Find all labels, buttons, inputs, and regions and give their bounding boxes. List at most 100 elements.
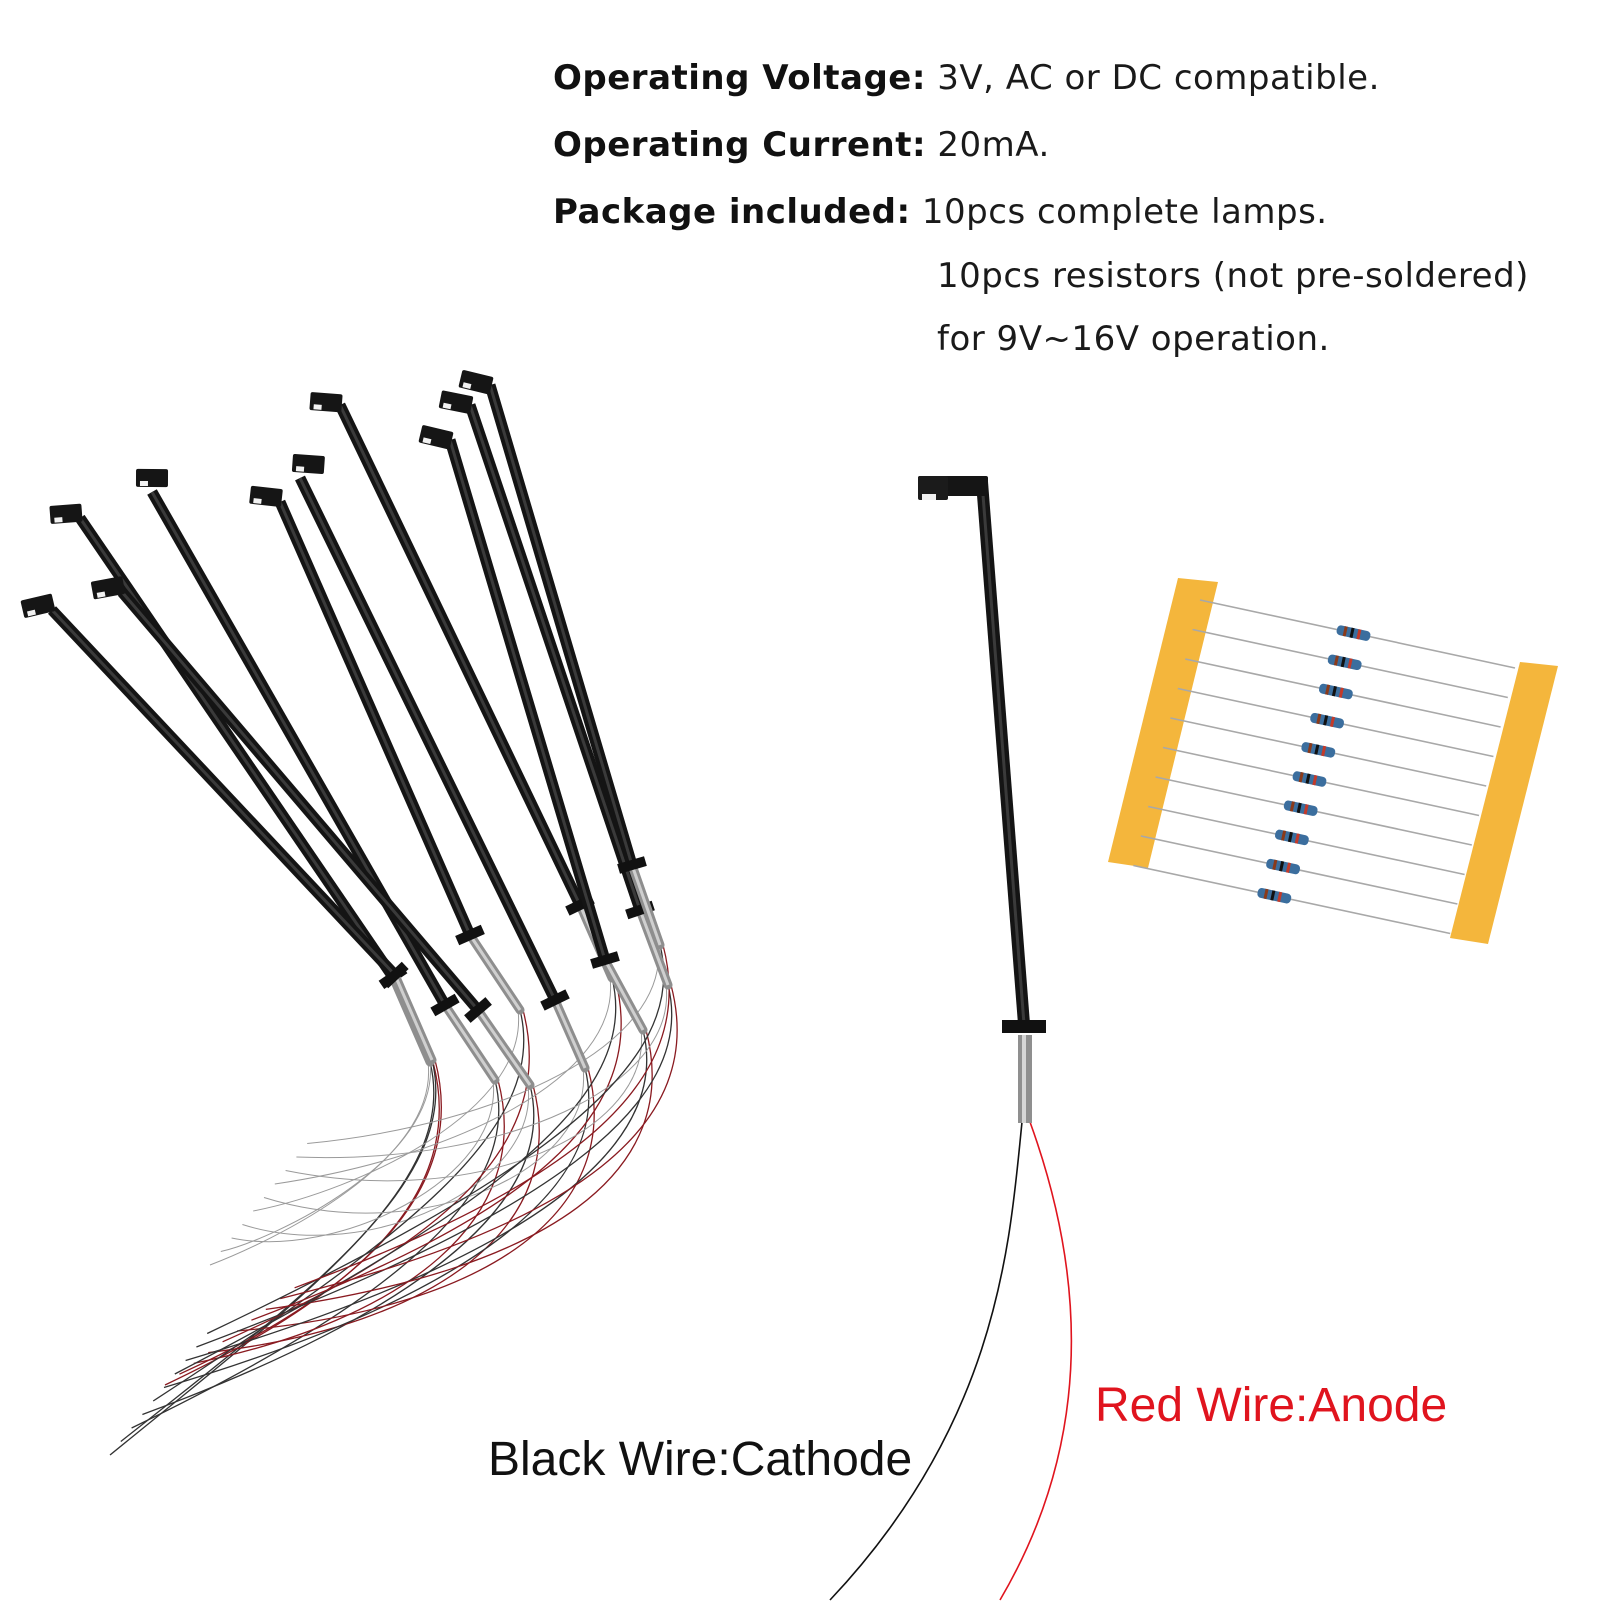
lamp <box>249 485 525 1015</box>
spec-package: Package included: 10pcs complete lamps. <box>553 192 1328 232</box>
lead-wire-black <box>196 984 673 1348</box>
lead-wire-red <box>265 1029 653 1311</box>
lamp-tube-highlight <box>443 1004 497 1081</box>
lamp-collar <box>430 993 460 1017</box>
resistor-band <box>1329 716 1335 728</box>
lead-wire-black <box>152 1009 525 1402</box>
spec-package-label: Package included: <box>553 192 911 232</box>
resistor-band <box>1325 684 1331 695</box>
lead-wire-gray <box>263 1067 585 1214</box>
resistor-band <box>1342 626 1348 637</box>
lead-wire-black <box>185 1029 648 1362</box>
resistor-band <box>1347 658 1353 669</box>
lamp-pole-edge <box>78 517 395 978</box>
single-lamp <box>829 476 1073 1601</box>
resistor-lead <box>1133 864 1451 935</box>
lead-wire-red <box>236 1067 595 1332</box>
lamp-pole-edge <box>338 404 582 906</box>
spec-package-line-3: for 9V~16V operation. <box>937 319 1330 359</box>
tape-left <box>1108 578 1218 868</box>
resistor <box>1257 888 1292 904</box>
lamp-led <box>922 494 936 500</box>
red-wire-label: Red Wire:Anode <box>1095 1379 1448 1432</box>
resistor-band <box>1285 862 1291 873</box>
lamp-pole-edge <box>278 501 472 936</box>
lamp-tube-highlight <box>393 974 434 1061</box>
lamp-head <box>458 370 494 395</box>
lead-wire-red <box>193 1079 505 1365</box>
spec-current-value: 20mA. <box>937 125 1050 165</box>
lamp <box>418 425 648 1035</box>
lead-wire-gray <box>285 1029 643 1182</box>
spec-voltage-value: 3V, AC or DC compatible. <box>937 58 1380 98</box>
spec-voltage: Operating Voltage: 3V, AC or DC compatib… <box>553 58 1380 98</box>
lamp-head <box>249 485 283 507</box>
lead-wire-black <box>174 977 617 1375</box>
lamp-collar <box>381 961 409 989</box>
spec-current-label: Operating Current: <box>553 125 927 165</box>
lead-wire-gray <box>307 944 660 1144</box>
resistor-band <box>1316 713 1322 725</box>
lamp-head <box>418 425 454 450</box>
lamp-tube-highlight <box>638 909 670 986</box>
resistor-strip <box>1108 578 1558 944</box>
lamp-collar <box>464 997 492 1023</box>
lamp-pole-edge <box>120 591 480 1011</box>
resistor <box>1266 858 1301 875</box>
lead-wire-gray <box>274 977 612 1185</box>
resistor-band <box>1296 802 1302 814</box>
black-wire <box>829 1121 1023 1601</box>
lamp-pole-edge <box>980 481 1026 1025</box>
lead-wire-red <box>208 1084 540 1354</box>
resistor-band <box>1294 833 1300 844</box>
lamp-led <box>96 591 106 598</box>
resistor-band <box>1321 745 1327 757</box>
lead-wire-gray <box>220 1059 431 1252</box>
lamp-pole-edge <box>448 439 607 961</box>
resistor <box>1336 625 1371 641</box>
lamp-tube-highlight <box>476 1009 532 1086</box>
lamp-led <box>295 466 305 472</box>
lead-wire-black <box>206 944 665 1335</box>
lamp-led <box>27 609 36 617</box>
resistor-band <box>1263 888 1269 900</box>
resistor-band <box>1356 629 1362 640</box>
lamp-collar <box>590 951 620 969</box>
spec-current: Operating Current: 20mA. <box>553 125 1050 165</box>
resistor-band <box>1340 656 1346 668</box>
resistor-band <box>1312 774 1318 786</box>
lamp-pole-edge <box>298 477 557 1001</box>
lamp-collar <box>617 856 647 874</box>
lead-wire-red <box>251 977 622 1321</box>
resistor-band <box>1298 772 1304 783</box>
lead-wire-red <box>280 984 678 1300</box>
resistor-band <box>1281 830 1287 841</box>
resistor <box>1283 800 1318 816</box>
spec-voltage-label: Operating Voltage: <box>553 58 926 98</box>
lead-wire-gray <box>296 984 668 1159</box>
resistor <box>1274 829 1309 846</box>
resistor <box>1318 683 1353 700</box>
lamp <box>90 576 535 1090</box>
lead-wire-gray <box>253 1009 519 1212</box>
tape-right <box>1450 662 1558 944</box>
black-wire-label: Black Wire:Cathode <box>488 1433 913 1486</box>
resistor-band <box>1349 627 1355 639</box>
resistor-band <box>1287 831 1293 843</box>
lead-wire-gray <box>209 1061 429 1266</box>
lead-wire-gray <box>231 1079 494 1243</box>
resistor-band <box>1277 891 1283 903</box>
resistor <box>1292 771 1327 787</box>
lamp-tube-highlight <box>468 934 522 1011</box>
lamp <box>291 454 590 1073</box>
resistor-band <box>1272 859 1278 870</box>
resistor <box>1327 654 1362 671</box>
resistor-band <box>1270 890 1276 901</box>
lead-wire-black <box>109 1061 435 1456</box>
lamp-led <box>139 480 148 486</box>
lamp-led <box>422 437 432 445</box>
lead-wire-black <box>120 1059 437 1443</box>
lamp <box>438 390 673 990</box>
lead-wire-red <box>179 1059 442 1375</box>
